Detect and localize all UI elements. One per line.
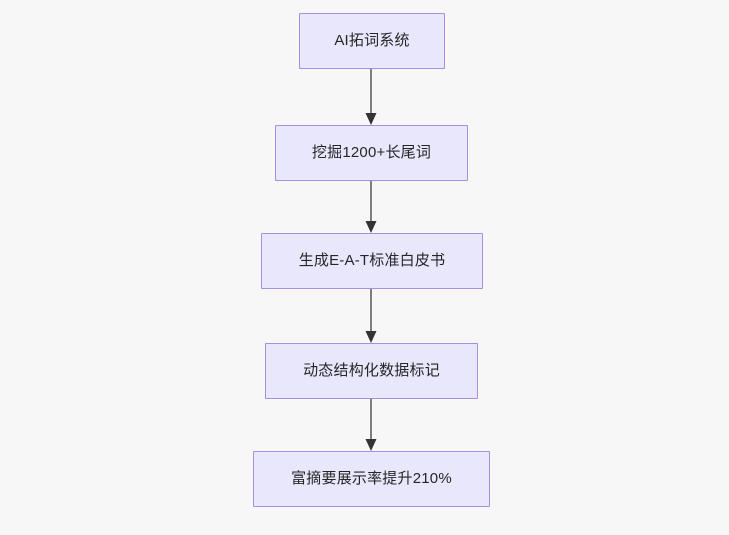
node-label: 富摘要展示率提升210% (291, 470, 452, 487)
node-label: 挖掘1200+长尾词 (311, 144, 432, 161)
flowchart-node-generate-eat-whitepaper[interactable]: 生成E-A-T标准白皮书 (261, 233, 483, 289)
node-label: AI拓词系统 (334, 32, 410, 49)
node-label: 生成E-A-T标准白皮书 (298, 252, 446, 269)
flowchart-node-rich-snippet-rate-increase[interactable]: 富摘要展示率提升210% (253, 451, 490, 507)
edge-n2-n3 (365, 181, 377, 233)
edge-n1-n2 (365, 69, 377, 125)
flowchart-node-dynamic-structured-data-markup[interactable]: 动态结构化数据标记 (265, 343, 478, 399)
edge-n4-n5 (365, 399, 377, 451)
flowchart-node-ai-keyword-system[interactable]: AI拓词系统 (299, 13, 445, 69)
edge-n3-n4 (365, 289, 377, 343)
flowchart-node-mine-longtail-keywords[interactable]: 挖掘1200+长尾词 (275, 125, 468, 181)
node-label: 动态结构化数据标记 (303, 362, 440, 379)
